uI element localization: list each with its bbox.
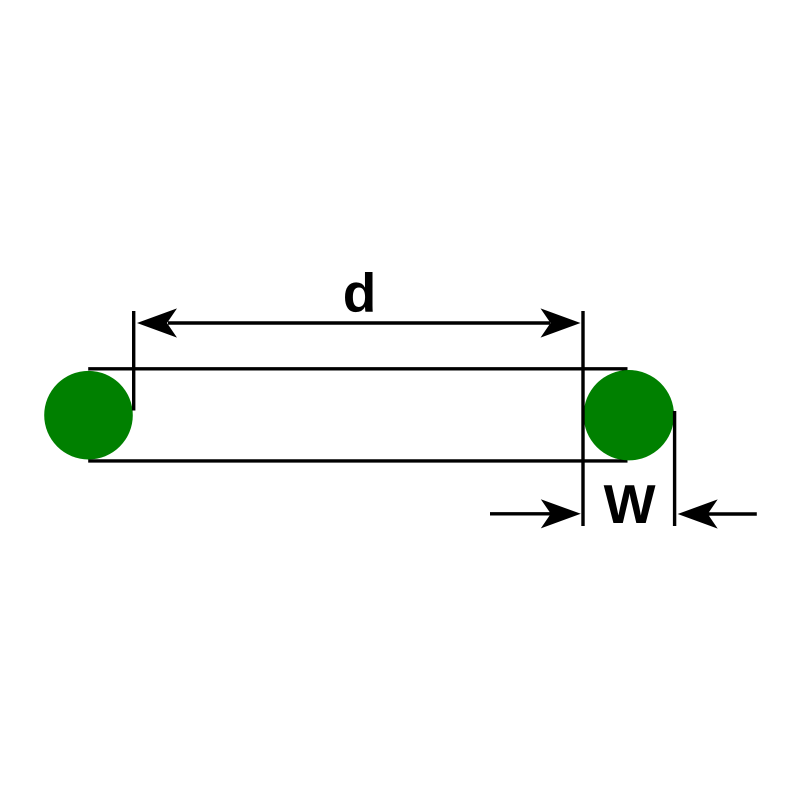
svg-text:W: W (604, 473, 656, 535)
svg-text:d: d (343, 261, 377, 323)
